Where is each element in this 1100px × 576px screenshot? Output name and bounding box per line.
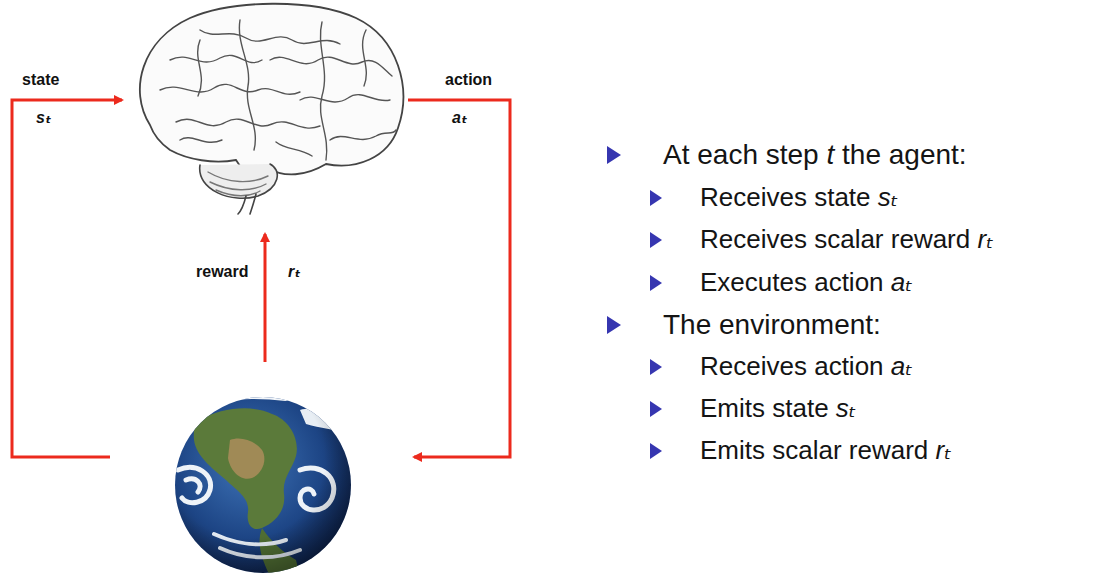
signal-name: action	[445, 70, 492, 89]
loop-arrows	[12, 100, 510, 457]
bullet-item: Emits state sₜ	[700, 393, 857, 424]
bullet-item: Executes action aₜ	[700, 267, 913, 298]
bullet-item: Receives scalar reward rₜ	[700, 224, 994, 255]
brain-drawing	[140, 4, 403, 214]
bullet-item: Emits scalar reward rₜ	[700, 435, 952, 466]
signal-symbol: sₜ	[36, 108, 51, 127]
earth-globe	[175, 396, 351, 576]
bullet-item: Receives state sₜ	[700, 182, 898, 213]
bullet-triangles	[607, 146, 662, 459]
signal-symbol: rₜ	[288, 262, 300, 281]
bullet-heading: The environment:	[663, 308, 881, 342]
bullet-item: Receives action aₜ	[700, 351, 913, 382]
bullet-heading: At each step t the agent:	[663, 138, 967, 172]
signal-symbol: aₜ	[452, 108, 467, 127]
signal-name: state	[22, 70, 59, 89]
signal-name: reward	[196, 262, 248, 281]
